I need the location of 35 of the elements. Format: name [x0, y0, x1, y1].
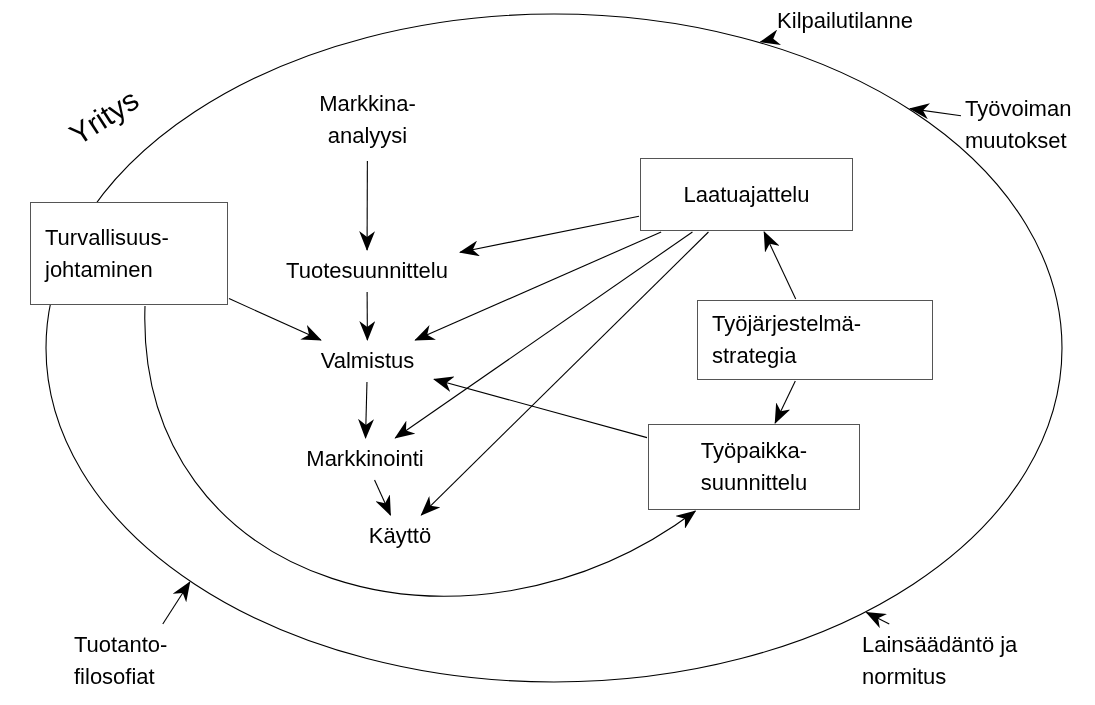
arrow	[433, 376, 648, 439]
node-label: Käyttö	[352, 519, 448, 553]
node-label: Tuotanto- filosofiat	[74, 628, 204, 694]
box-text: Työpaikka- suunnittelu	[699, 437, 809, 497]
process-box	[640, 158, 853, 231]
arrow	[763, 231, 797, 300]
arrow	[774, 380, 796, 424]
arrow	[374, 479, 391, 516]
arrow	[459, 215, 640, 257]
arrow	[420, 231, 709, 516]
box-text: Turvallisuus- johtaminen	[45, 223, 170, 284]
node-label: Työvoiman muutokset	[965, 92, 1090, 158]
node-label: Tuotesuunnittelu	[278, 254, 456, 288]
arrow	[759, 29, 781, 46]
node-label: Kilpailutilanne	[765, 4, 925, 38]
node-label: Markkina- analyysi	[305, 83, 430, 157]
arrow	[162, 581, 191, 625]
process-box	[30, 202, 228, 305]
arrow	[228, 298, 322, 341]
arrow	[359, 160, 376, 251]
node-label: Valmistus	[305, 344, 430, 378]
ellipse-title: Yritys	[63, 82, 145, 152]
arrow	[144, 305, 697, 597]
arrow	[394, 231, 693, 439]
arrow	[909, 103, 962, 120]
arrow	[865, 611, 890, 629]
arrow	[359, 291, 376, 341]
node-label: Lainsäädäntö ja normitus	[862, 628, 1062, 694]
arrow	[358, 381, 374, 439]
arrow	[414, 231, 662, 341]
process-box	[697, 300, 933, 380]
box-text: Työjärjestelmä- strategia	[712, 310, 863, 370]
node-label: Markkinointi	[296, 442, 434, 476]
process-box	[648, 424, 860, 510]
box-text: Laatuajattelu	[683, 180, 810, 209]
